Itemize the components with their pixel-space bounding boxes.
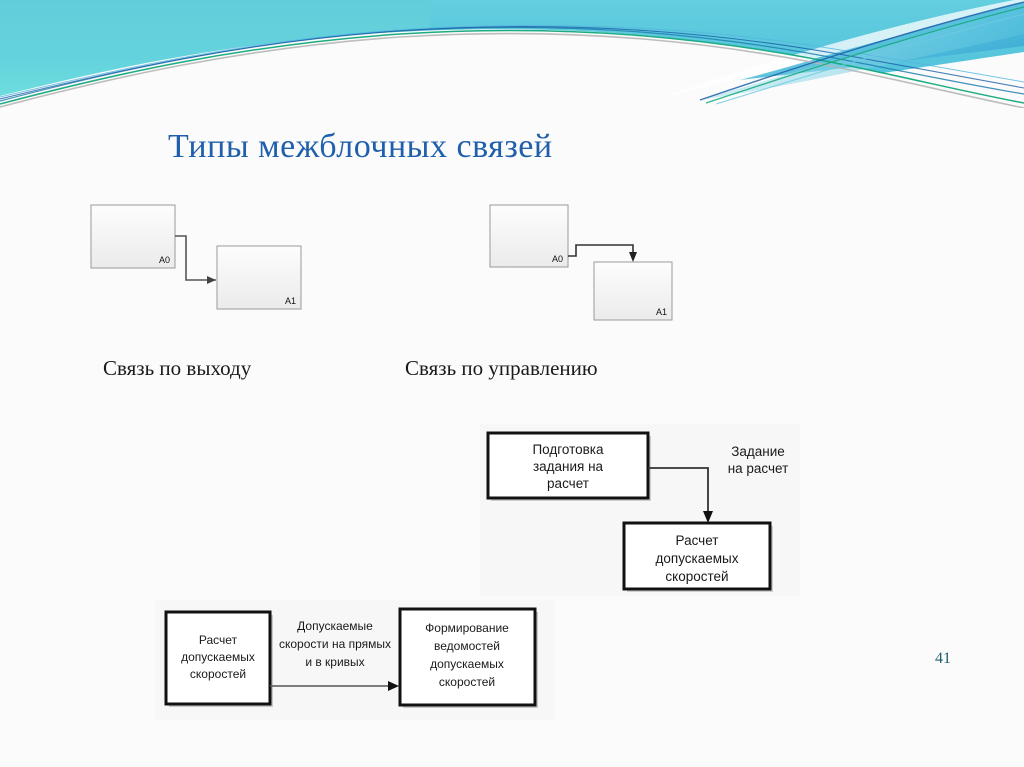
diagram-output-link: A0 A1 (88, 200, 308, 315)
block-a0: A0 (489, 204, 569, 268)
svg-text:ведомостей: ведомостей (434, 639, 500, 653)
figure-block-2-label: Расчет допускаемых скоростей (656, 533, 739, 584)
svg-text:Расчет: Расчет (199, 633, 238, 647)
page-title: Типы межблочных связей (168, 128, 553, 165)
page-number: 41 (935, 650, 951, 667)
svg-text:Задание: Задание (731, 444, 785, 459)
svg-text:скорости на прямых: скорости на прямых (279, 637, 391, 651)
diagram-control-link: A0 A1 (487, 200, 707, 325)
figure-block-1-label: Расчет допускаемых скоростей (181, 633, 255, 681)
figure-arrow-label: Задание на расчет (728, 444, 789, 476)
block-a1: A1 (593, 261, 673, 321)
svg-text:на расчет: на расчет (728, 461, 789, 476)
figure-block-2-label: Формирование ведомостей допускаемых скор… (425, 621, 509, 689)
svg-text:Подготовка: Подготовка (532, 442, 604, 457)
figure-connector-arrow (648, 467, 713, 523)
svg-text:A1: A1 (656, 307, 667, 317)
svg-text:Формирование: Формирование (425, 621, 509, 635)
svg-text:скоростей: скоростей (439, 675, 495, 689)
figure-connector-arrow (270, 681, 399, 691)
figure-task-calculation: Подготовка задания на расчет Задание на … (480, 424, 800, 596)
block-a0: A0 (90, 204, 176, 269)
connector-arrow (568, 244, 637, 262)
svg-text:и в кривых: и в кривых (305, 655, 364, 669)
caption-output-link: Связь по выходу (103, 356, 252, 380)
svg-text:скоростей: скоростей (190, 667, 246, 681)
svg-text:Допускаемые: Допускаемые (297, 619, 373, 633)
svg-text:A0: A0 (159, 255, 170, 265)
svg-text:Расчет: Расчет (676, 533, 719, 548)
svg-text:допускаемых: допускаемых (181, 650, 255, 664)
decorative-wave-banner (0, 0, 1024, 108)
figure-arrow-label: Допускаемые скорости на прямых и в кривы… (279, 619, 391, 669)
svg-text:расчет: расчет (547, 476, 589, 491)
block-a1: A1 (216, 245, 302, 310)
figure-block-1-label: Подготовка задания на расчет (532, 442, 604, 491)
svg-text:A0: A0 (552, 254, 563, 264)
caption-control-link: Связь по управлению (405, 356, 598, 380)
svg-text:допускаемых: допускаемых (430, 657, 504, 671)
svg-text:A1: A1 (285, 296, 296, 306)
connector-arrow (175, 235, 216, 284)
svg-text:допускаемых: допускаемых (656, 551, 739, 566)
figure-speed-statements: Расчет допускаемых скоростей Допускаемые… (155, 600, 555, 720)
svg-text:скоростей: скоростей (665, 569, 728, 584)
svg-text:задания на: задания на (533, 459, 604, 474)
